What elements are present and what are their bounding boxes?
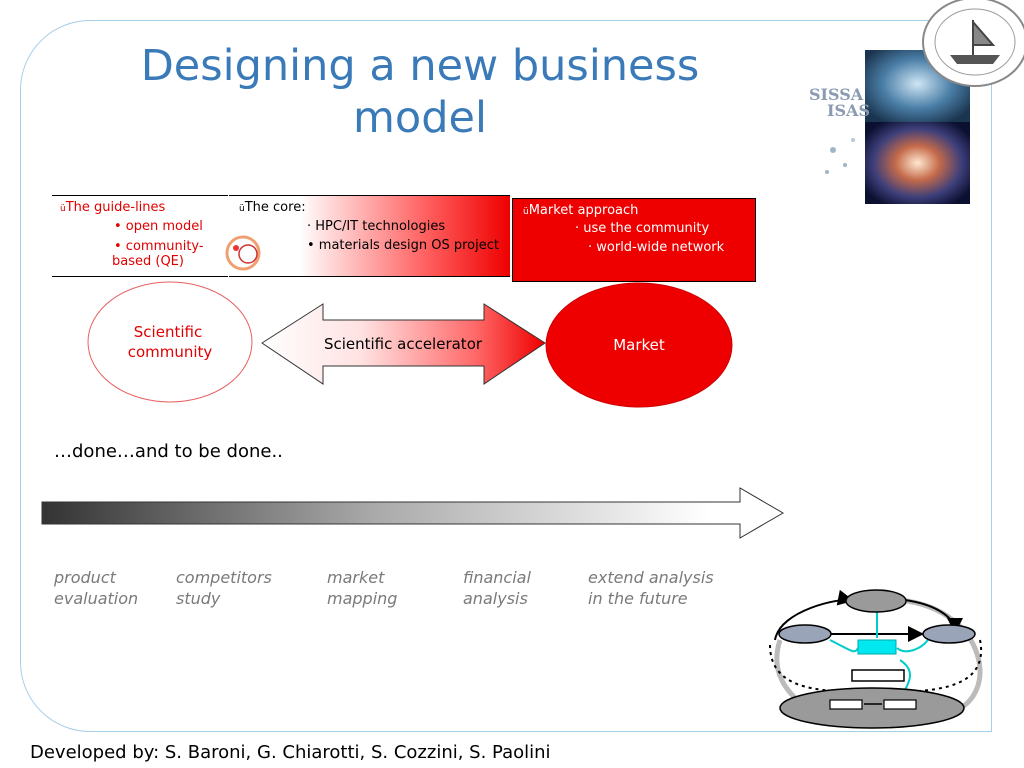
market-node [545, 282, 733, 408]
nebula-image [865, 122, 970, 204]
base-cloud-icon [779, 687, 965, 729]
guidelines-heading: The guide-lines [65, 200, 166, 215]
phase-competitors-study: competitors study [176, 567, 272, 609]
network-diagram [769, 589, 983, 729]
slide-frame [20, 20, 992, 732]
phase-financial-analysis: financial analysis [463, 567, 531, 609]
sissa-isas-logo: SISSA ISAS [809, 0, 1024, 204]
cloud-icon [845, 589, 907, 613]
market-label: Market [613, 336, 665, 354]
core-heading: The core: [244, 200, 306, 215]
core-bullet-hpc: · HPC/IT technologies [307, 219, 446, 234]
node-left-icon [778, 624, 832, 644]
phase-label-line1: financial [463, 568, 531, 587]
phase-market-mapping: market mapping [327, 567, 397, 609]
phase-label-line1: extend analysis [588, 568, 714, 587]
phase-label-line1: product [54, 568, 116, 587]
phase-label-line2: in the future [588, 589, 688, 608]
node-right-icon [922, 624, 976, 644]
progress-status-text: …done…and to be done.. [54, 441, 283, 462]
scientific-accelerator-label: Scientific accelerator [324, 335, 483, 353]
phase-label-line1: competitors [176, 568, 272, 587]
check-marker-icon: ü [239, 204, 245, 214]
scientific-community-label-1: Scientific [134, 323, 202, 341]
scientific-community-label-2: community [128, 343, 213, 361]
market-bullet-network: · world-wide network [588, 240, 725, 255]
core-bullet-materials: • materials design OS project [307, 238, 499, 253]
box-node-icon [851, 669, 905, 682]
phase-label-line2: study [176, 589, 221, 608]
guidelines-bullet-community-cont: based (QE) [112, 254, 184, 269]
center-node-icon [857, 639, 897, 655]
slide-title: Designing a new business model [140, 41, 700, 143]
logo-text-isas: ISAS [827, 101, 870, 120]
phase-label-line2: evaluation [54, 589, 139, 608]
core-box: üThe core: · HPC/IT technologies • mater… [229, 195, 510, 277]
phase-extend-analysis: extend analysis in the future [588, 567, 714, 609]
phase-label-line2: analysis [463, 589, 528, 608]
phase-label-line2: mapping [327, 589, 398, 608]
guidelines-bullet-open-model: • open model [114, 219, 203, 234]
market-approach-heading: Market approach [528, 203, 639, 218]
check-marker-icon: ü [523, 207, 529, 217]
guidelines-box: üThe guide-lines • open model • communit… [52, 195, 228, 277]
phase-product-evaluation: product evaluation [54, 567, 138, 609]
credits-text: Developed by: S. Baroni, G. Chiarotti, S… [30, 742, 551, 763]
scientific-community-node [87, 281, 253, 403]
scientific-accelerator-arrow [261, 303, 546, 385]
market-approach-box: üMarket approach · use the community · w… [512, 198, 756, 282]
market-bullet-community: · use the community [575, 221, 710, 236]
phase-label-line1: market [327, 568, 385, 587]
guidelines-bullet-community: • community- [114, 239, 204, 254]
check-marker-icon: ü [60, 204, 66, 214]
progress-arrow [41, 487, 784, 539]
logo-text-sissa: SISSA [809, 85, 864, 104]
spiral-logo-icon [225, 235, 261, 271]
